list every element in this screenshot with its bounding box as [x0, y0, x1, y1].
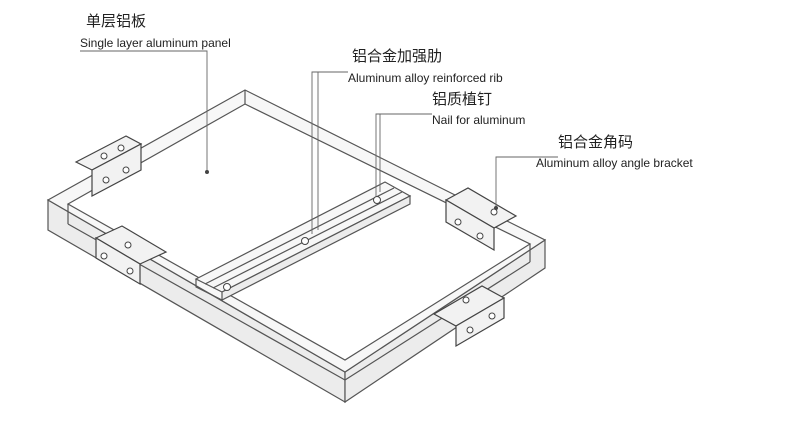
bracket-hole: [476, 232, 484, 240]
bracket-hole: [454, 218, 462, 226]
rib-nail-3: [373, 196, 381, 204]
bracket-hole: [490, 208, 498, 216]
leader-bracket: [495, 156, 558, 208]
bracket-hole: [100, 252, 108, 260]
bracket-front-right-face: [455, 296, 505, 348]
bracket-hole: [122, 166, 130, 174]
rib-end: [195, 279, 223, 301]
leader-rib: [311, 71, 348, 234]
leader-nail: [375, 113, 432, 196]
bracket-hole: [126, 267, 134, 275]
bracket-hole: [462, 296, 470, 304]
bracket-hole: [117, 144, 125, 152]
leader-bracket-dot: [494, 206, 498, 210]
label-panel-en: Single layer aluminum panel: [80, 36, 231, 50]
label-bracket-en: Aluminum alloy angle bracket: [536, 156, 693, 170]
label-nail-en: Nail for aluminum: [432, 113, 526, 127]
leader-panel: [80, 50, 208, 172]
rib-nail-1: [223, 283, 231, 291]
bracket-hole: [124, 241, 132, 249]
rib-groove-1: [204, 187, 395, 285]
bracket-hole: [488, 312, 496, 320]
rib-side: [221, 195, 411, 301]
bracket-hole: [466, 326, 474, 334]
rib-nail-2: [301, 237, 309, 245]
panel-inner-edge-right: [344, 261, 531, 381]
bracket-hole: [100, 152, 108, 160]
bracket-hole: [102, 176, 110, 184]
label-panel-zh: 单层铝板: [86, 12, 147, 30]
leader-panel-dot: [205, 170, 209, 174]
label-rib-zh: 铝合金加强肋: [352, 47, 443, 65]
label-bracket-zh: 铝合金角码: [558, 133, 634, 151]
label-nail-zh: 铝质植钉: [432, 90, 493, 108]
label-rib-en: Aluminum alloy reinforced rib: [348, 71, 503, 85]
